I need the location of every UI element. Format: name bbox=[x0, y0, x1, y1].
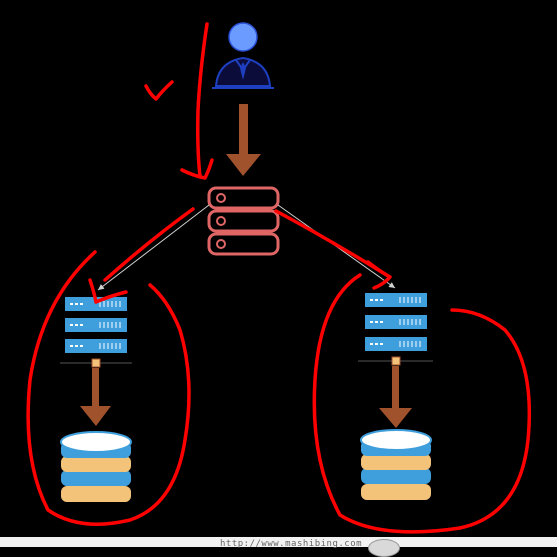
footer-bar bbox=[0, 537, 557, 547]
footer-url: http://www.mashibing.com bbox=[220, 539, 363, 549]
annotation-loop-right bbox=[312, 273, 532, 534]
arrow-left-server-to-db bbox=[80, 368, 111, 426]
annotation-loop-left bbox=[26, 250, 191, 526]
server-rack-icon-right bbox=[358, 293, 433, 366]
annotation-arrowhead-left bbox=[88, 278, 128, 304]
proxy-server-icon bbox=[207, 186, 280, 256]
footer-logo-icon bbox=[368, 539, 400, 557]
annotation-curve-left bbox=[103, 207, 195, 282]
annotation-arrowhead-right bbox=[366, 260, 392, 290]
server-rack-icon-left bbox=[60, 297, 132, 368]
connector-left bbox=[97, 204, 210, 291]
arrow-user-to-proxy bbox=[226, 104, 261, 176]
database-icon-left bbox=[60, 431, 132, 502]
arrow-right-server-to-db bbox=[379, 366, 412, 428]
database-icon-right bbox=[360, 429, 432, 500]
annotation-arrowhead-center bbox=[180, 158, 214, 180]
user-icon bbox=[212, 22, 274, 89]
annotation-checkmark bbox=[144, 80, 174, 101]
annotation-vertical-stroke bbox=[196, 22, 209, 178]
